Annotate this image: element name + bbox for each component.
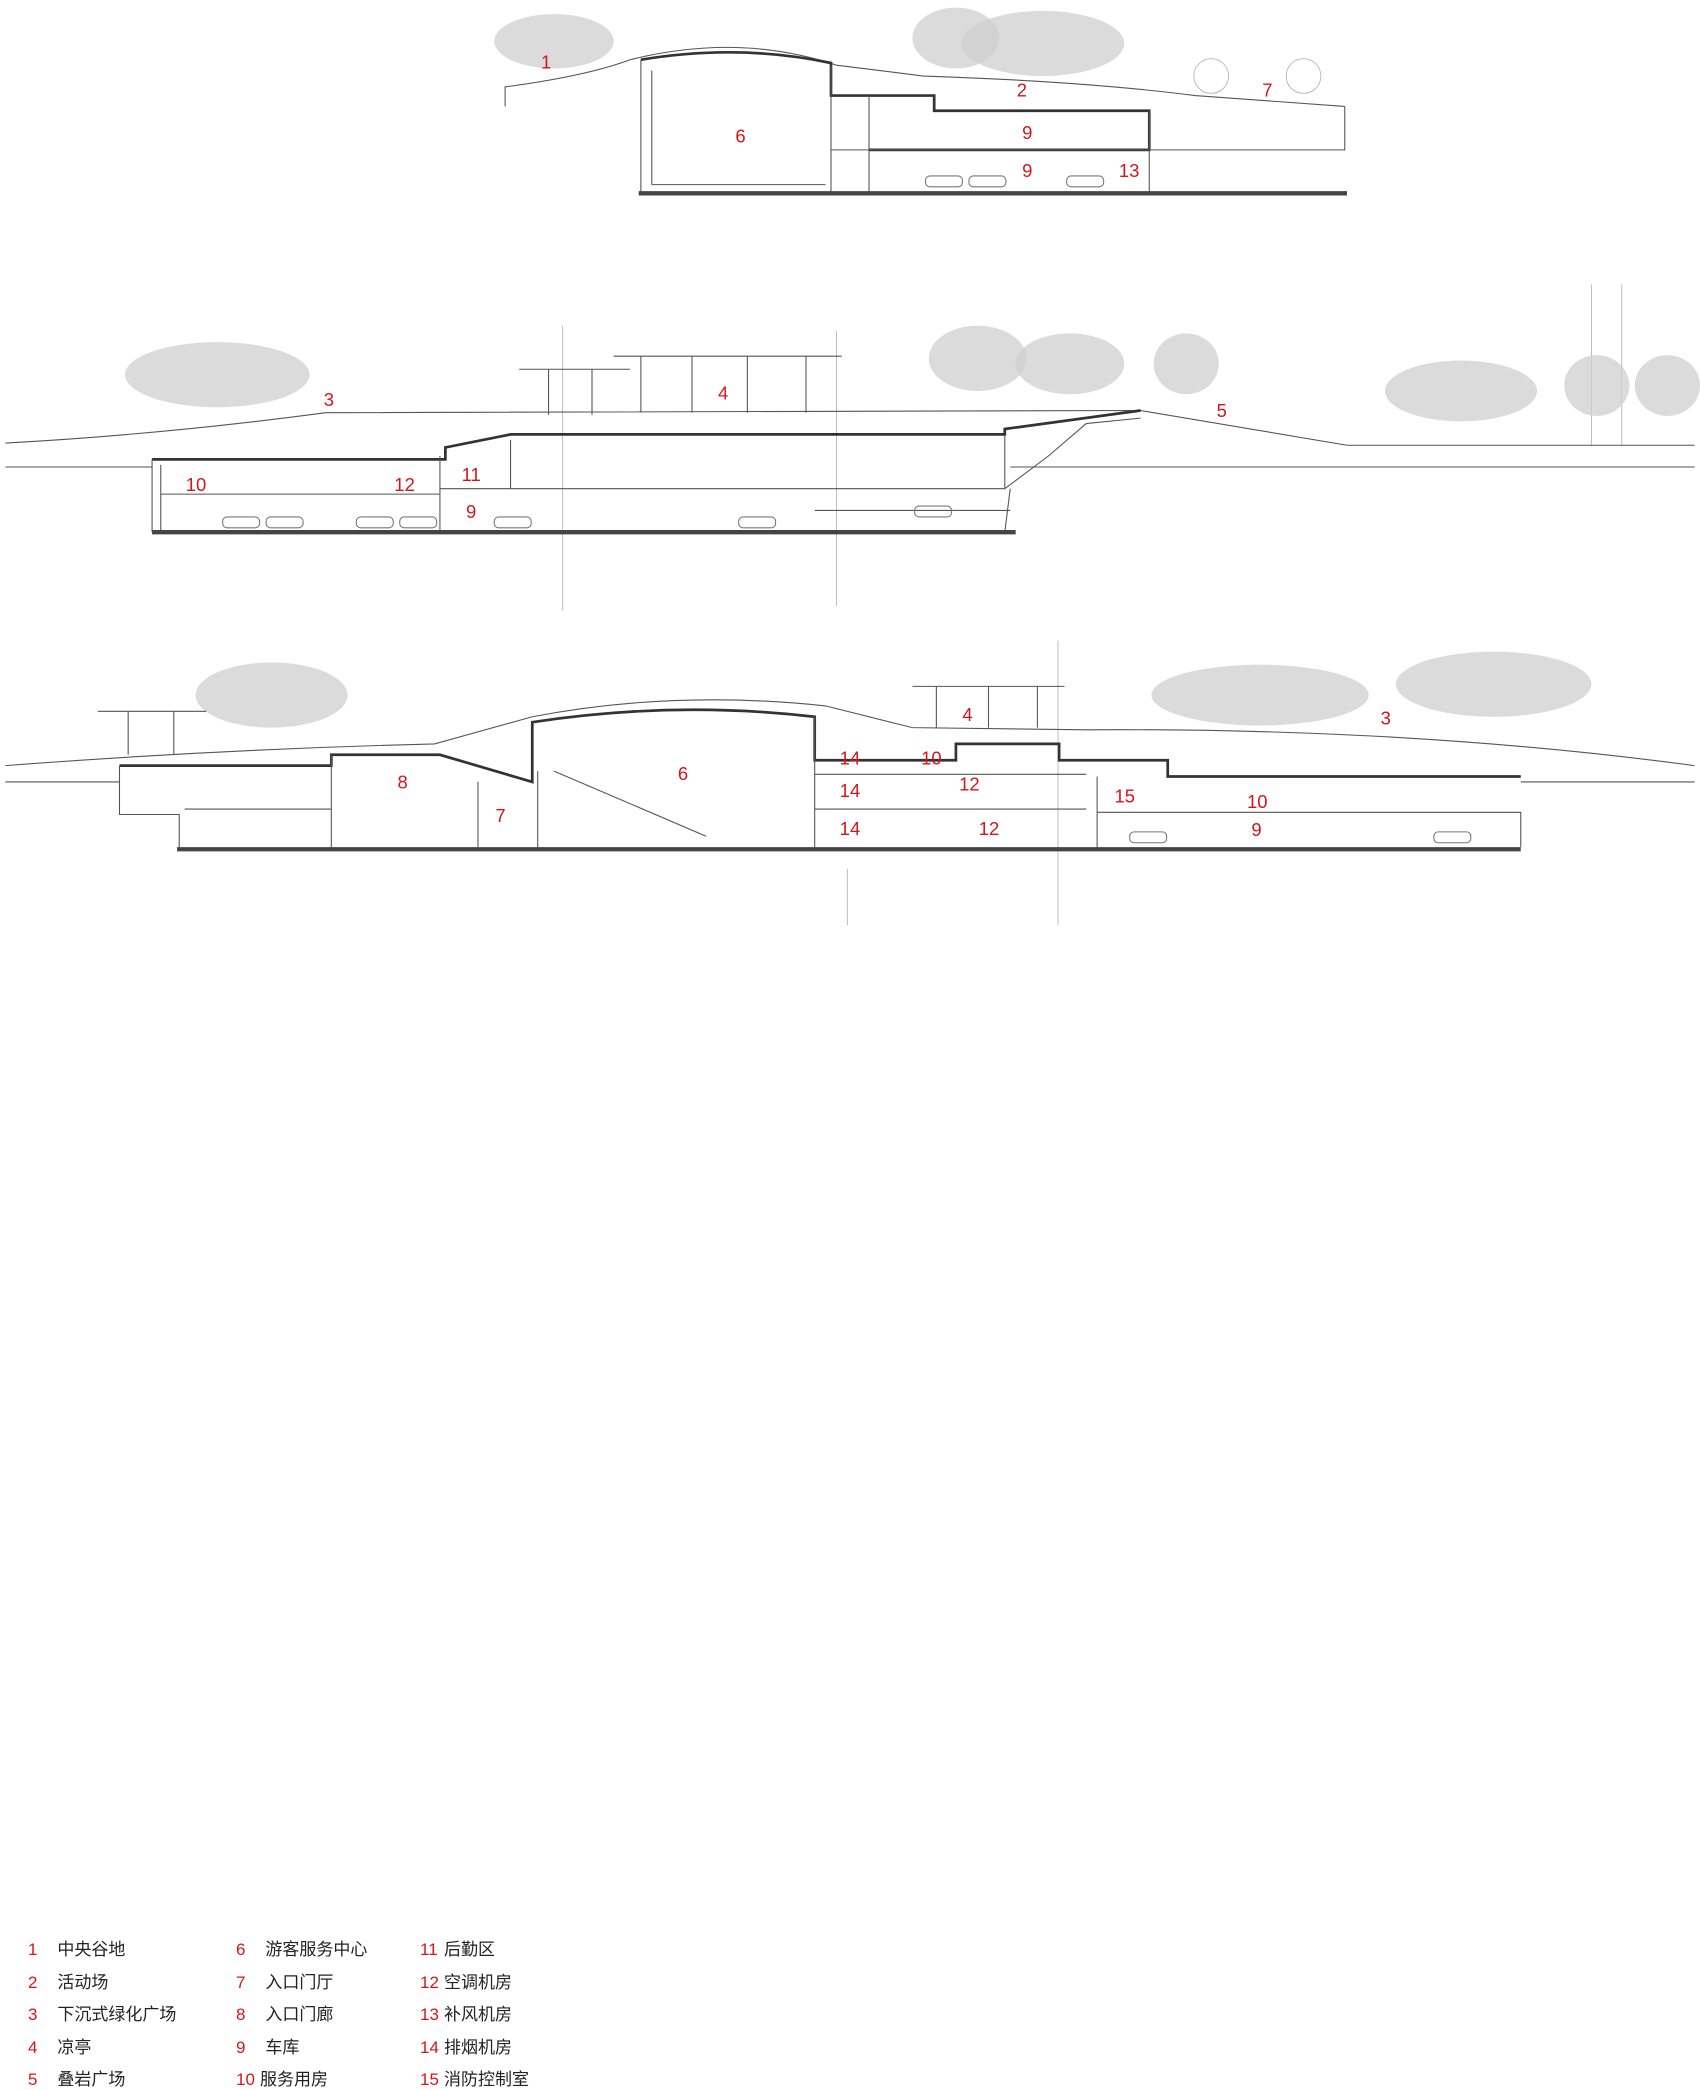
- cars: [1129, 831, 1472, 844]
- pavilion-canopies: [97, 685, 1065, 755]
- legend-item: 7 入口门厅: [236, 1973, 334, 1993]
- trees: [124, 325, 1700, 422]
- label: 13: [1119, 160, 1140, 181]
- label: 9: [1022, 122, 1032, 143]
- label: 9: [466, 501, 476, 522]
- label: 12: [959, 774, 980, 795]
- label: 4: [718, 383, 728, 404]
- label: 9: [1022, 160, 1032, 181]
- label: 11: [462, 464, 481, 485]
- label: 7: [1262, 80, 1272, 101]
- cars: [222, 505, 953, 529]
- section-middle: 3 4 5 10 12 11 9: [5, 284, 1700, 611]
- label: 4: [962, 704, 972, 725]
- trees: [494, 7, 1322, 94]
- cars: [924, 175, 1105, 188]
- label: 10: [186, 474, 207, 495]
- label: 14: [840, 748, 861, 769]
- legend-item: 8 入口门廊: [236, 2005, 334, 2025]
- label: 12: [394, 474, 415, 495]
- label: 1: [541, 51, 551, 72]
- legend-item: 9 车库: [236, 2038, 300, 2058]
- section-bottom: 4 3 8 6 7 14 10 14 12 15 10 14 12 9: [5, 640, 1695, 926]
- label: 3: [324, 389, 334, 410]
- section-top: 1 2 7 6 9 9 13: [494, 7, 1347, 196]
- legend-item: 4 凉亭: [28, 2038, 92, 2058]
- label: 5: [1217, 400, 1227, 421]
- label: 14: [840, 818, 861, 839]
- legend-item: 1 中央谷地: [28, 1940, 126, 1960]
- label: 2: [1017, 80, 1027, 101]
- section-drawings: 1 2 7 6 9 9 13: [5, 7, 1700, 926]
- label: 15: [1115, 786, 1136, 807]
- label: 7: [495, 805, 505, 826]
- legend-item: 5 叠岩广场: [28, 2070, 126, 2090]
- pavilion-canopies: [519, 355, 842, 415]
- legend-item: 2 活动场: [28, 1973, 109, 1993]
- label: 10: [1247, 791, 1268, 812]
- label: 10: [921, 748, 942, 769]
- label: 9: [1251, 819, 1261, 840]
- label: 12: [979, 818, 1000, 839]
- legend-item: 3 下沉式绿化广场: [28, 2005, 177, 2025]
- trees: [195, 651, 1592, 728]
- label: 3: [1381, 707, 1391, 728]
- label: 8: [398, 771, 408, 792]
- label: 6: [735, 125, 745, 146]
- legend-item: 6 游客服务中心: [236, 1940, 368, 1960]
- label: 14: [840, 780, 861, 801]
- label: 6: [678, 763, 688, 784]
